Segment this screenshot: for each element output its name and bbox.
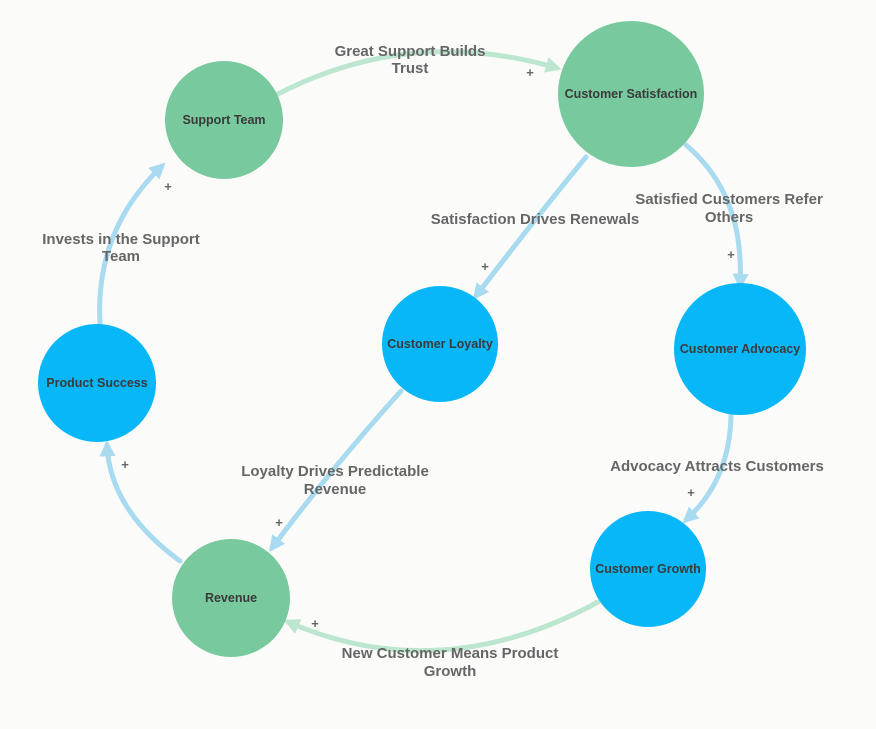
edge-label-line-1: Great Support Builds bbox=[335, 43, 486, 60]
edge-label-line-1: New Customer Means Product bbox=[342, 645, 559, 662]
node-label: Customer Advocacy bbox=[680, 342, 800, 356]
edge-label-line-2: Revenue bbox=[304, 481, 367, 498]
node-label: Customer Loyalty bbox=[387, 337, 493, 351]
node-label: Customer Satisfaction bbox=[565, 87, 698, 101]
edge-line bbox=[682, 412, 734, 524]
edge-label-line-1: Advocacy Attracts Customers bbox=[610, 458, 824, 475]
node-customer-loyalty[interactable]: Customer Loyalty bbox=[382, 286, 498, 402]
edge-label-line-1: Satisfaction Drives Renewals bbox=[431, 211, 639, 228]
node-customer-growth[interactable]: Customer Growth bbox=[590, 511, 706, 627]
edge-line bbox=[99, 440, 183, 564]
edge-line bbox=[283, 599, 601, 654]
node-label: Product Success bbox=[46, 376, 147, 390]
edge-label-line-2: Others bbox=[705, 209, 753, 226]
edge-growth-to-revenue[interactable]: New Customer Means Product Growth + bbox=[283, 599, 601, 680]
polarity-sign: + bbox=[164, 179, 172, 194]
node-label: Customer Growth bbox=[595, 562, 701, 576]
edge-line bbox=[473, 154, 589, 300]
node-customer-advocacy[interactable]: Customer Advocacy bbox=[674, 283, 806, 415]
node-product-success[interactable]: Product Success bbox=[38, 324, 156, 442]
edge-label-line-2: Growth bbox=[424, 663, 477, 680]
edge-label-line-1: Loyalty Drives Predictable bbox=[241, 463, 429, 480]
node-circle bbox=[674, 283, 806, 415]
node-label: Support Team bbox=[182, 113, 265, 127]
edge-line bbox=[97, 162, 166, 326]
polarity-sign: + bbox=[727, 247, 735, 262]
polarity-sign: + bbox=[275, 515, 283, 530]
polarity-sign: + bbox=[526, 65, 534, 80]
edge-line bbox=[683, 142, 749, 290]
polarity-sign: + bbox=[121, 457, 129, 472]
node-circle bbox=[382, 286, 498, 402]
edge-label-line-2: Trust bbox=[392, 60, 429, 77]
node-customer-satisfaction[interactable]: Customer Satisfaction bbox=[558, 21, 704, 167]
node-circle bbox=[590, 511, 706, 627]
polarity-sign: + bbox=[311, 616, 319, 631]
edge-label-line-1: Satisfied Customers Refer bbox=[635, 191, 823, 208]
node-label: Revenue bbox=[205, 591, 257, 605]
node-revenue[interactable]: Revenue bbox=[172, 539, 290, 657]
edge-line bbox=[273, 49, 562, 98]
edge-line bbox=[269, 388, 404, 552]
edge-label-line-2: Team bbox=[102, 248, 140, 265]
edge-revenue-to-product[interactable]: + bbox=[99, 440, 183, 564]
node-circle bbox=[165, 61, 283, 179]
node-circle bbox=[558, 21, 704, 167]
node-support-team[interactable]: Support Team bbox=[165, 61, 283, 179]
node-circle bbox=[172, 539, 290, 657]
node-circle bbox=[38, 324, 156, 442]
edge-advocacy-to-growth[interactable]: Advocacy Attracts Customers + bbox=[610, 412, 824, 524]
edge-product-to-support[interactable]: Invests in the Support Team + bbox=[42, 162, 200, 326]
edge-label-line-1: Invests in the Support bbox=[42, 231, 200, 248]
edge-satisfaction-to-loyalty[interactable]: Satisfaction Drives Renewals + bbox=[431, 154, 639, 300]
edge-support-to-satisfaction[interactable]: Great Support Builds Trust + bbox=[273, 43, 562, 98]
polarity-sign: + bbox=[481, 259, 489, 274]
edge-loyalty-to-revenue[interactable]: Loyalty Drives Predictable Revenue + bbox=[241, 388, 429, 552]
edge-satisfaction-to-advocacy[interactable]: Satisfied Customers Refer Others + bbox=[635, 142, 823, 290]
polarity-sign: + bbox=[687, 485, 695, 500]
